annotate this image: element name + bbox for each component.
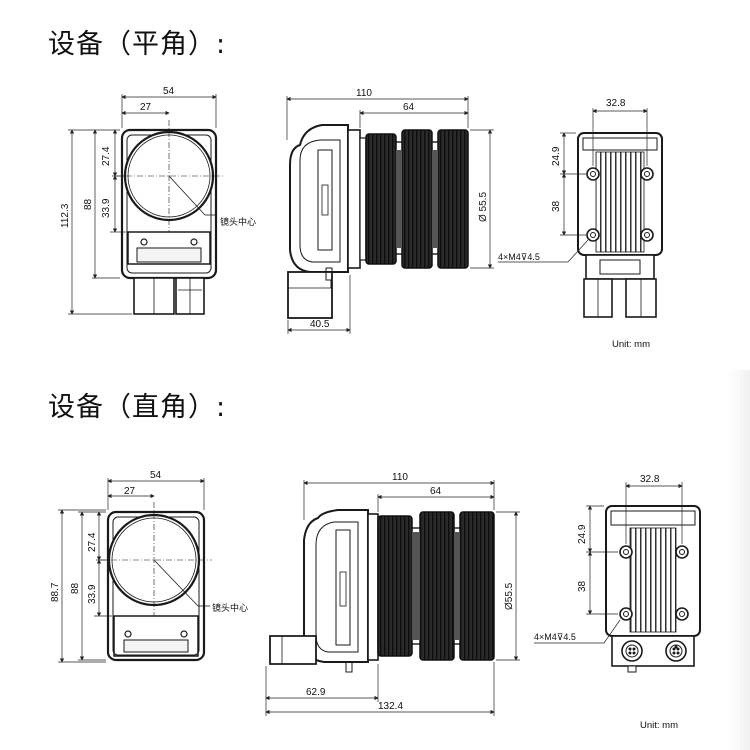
- flat-side-bottom-length: 40.5: [310, 319, 330, 330]
- right-back-height-spacing: 38: [577, 580, 588, 592]
- page-edge-shade: [728, 370, 750, 750]
- right-front-width-total: 54: [150, 470, 162, 481]
- flat-front-height-body: 88: [83, 198, 94, 210]
- right-unit-label: Unit: mm: [640, 720, 678, 731]
- right-front-view: [100, 502, 212, 662]
- right-front-width-half: 27: [124, 486, 136, 497]
- right-side-diameter: Ø55.5: [504, 582, 515, 610]
- flat-front-height-top: 27.4: [101, 146, 112, 166]
- flat-back-holes: [586, 167, 654, 242]
- section-title-right-angle: 设备（直角）:: [48, 392, 227, 423]
- right-front-height-center: 33.9: [87, 584, 98, 604]
- flat-side-lens-length: 64: [403, 102, 415, 113]
- flat-side-dimensions: [286, 96, 494, 334]
- flat-side-length: 110: [356, 88, 372, 99]
- right-side-view: [269, 509, 379, 673]
- section-title-flat: 设备（平角）:: [48, 29, 227, 60]
- right-side-length: 110: [392, 472, 408, 483]
- flat-lens-center-label: 镜头中心: [220, 216, 256, 227]
- right-side-lens: [377, 511, 495, 661]
- right-side-lens-length: 64: [430, 486, 442, 497]
- right-front-height-total: 88.7: [50, 582, 61, 602]
- right-lens-center-label: 镜头中心: [212, 602, 248, 613]
- flat-front-height-total: 112.3: [60, 203, 71, 228]
- right-back-view: [605, 505, 701, 667]
- flat-front-width-half: 27: [140, 102, 152, 113]
- right-side-bottom-length-1: 62.9: [306, 687, 326, 698]
- flat-unit-label: Unit: mm: [612, 339, 650, 350]
- flat-side-view: [287, 124, 367, 319]
- right-back-holes: [619, 545, 689, 621]
- right-front-dimensions: [58, 478, 205, 663]
- right-back-connectors: [621, 640, 687, 673]
- flat-front-height-center: 33.9: [101, 198, 112, 218]
- flat-back-width: 32.8: [606, 98, 626, 109]
- right-back-holes-label: 4×M4⊽4.5: [534, 632, 576, 642]
- flat-back-view: [577, 132, 663, 318]
- right-front-height-top: 27.4: [87, 532, 98, 552]
- flat-back-holes-label: 4×M4⊽4.5: [498, 252, 540, 262]
- flat-side-lens: [365, 129, 469, 269]
- right-side-bottom-length-2: 132.4: [378, 701, 403, 712]
- flat-front-view: [115, 120, 223, 315]
- flat-back-height-spacing: 38: [551, 200, 562, 212]
- flat-side-diameter: Ø 55.5: [478, 192, 489, 222]
- flat-back-height-top: 24.9: [551, 146, 562, 166]
- right-back-dimensions: [534, 482, 683, 644]
- flat-back-dimensions: [498, 108, 648, 263]
- flat-front-dimensions: [68, 94, 217, 315]
- flat-front-width-total: 54: [163, 86, 175, 97]
- right-front-height-body: 88: [70, 582, 81, 594]
- right-back-height-top: 24.9: [577, 524, 588, 544]
- right-back-width: 32.8: [640, 474, 660, 485]
- right-side-dimensions: [265, 480, 520, 716]
